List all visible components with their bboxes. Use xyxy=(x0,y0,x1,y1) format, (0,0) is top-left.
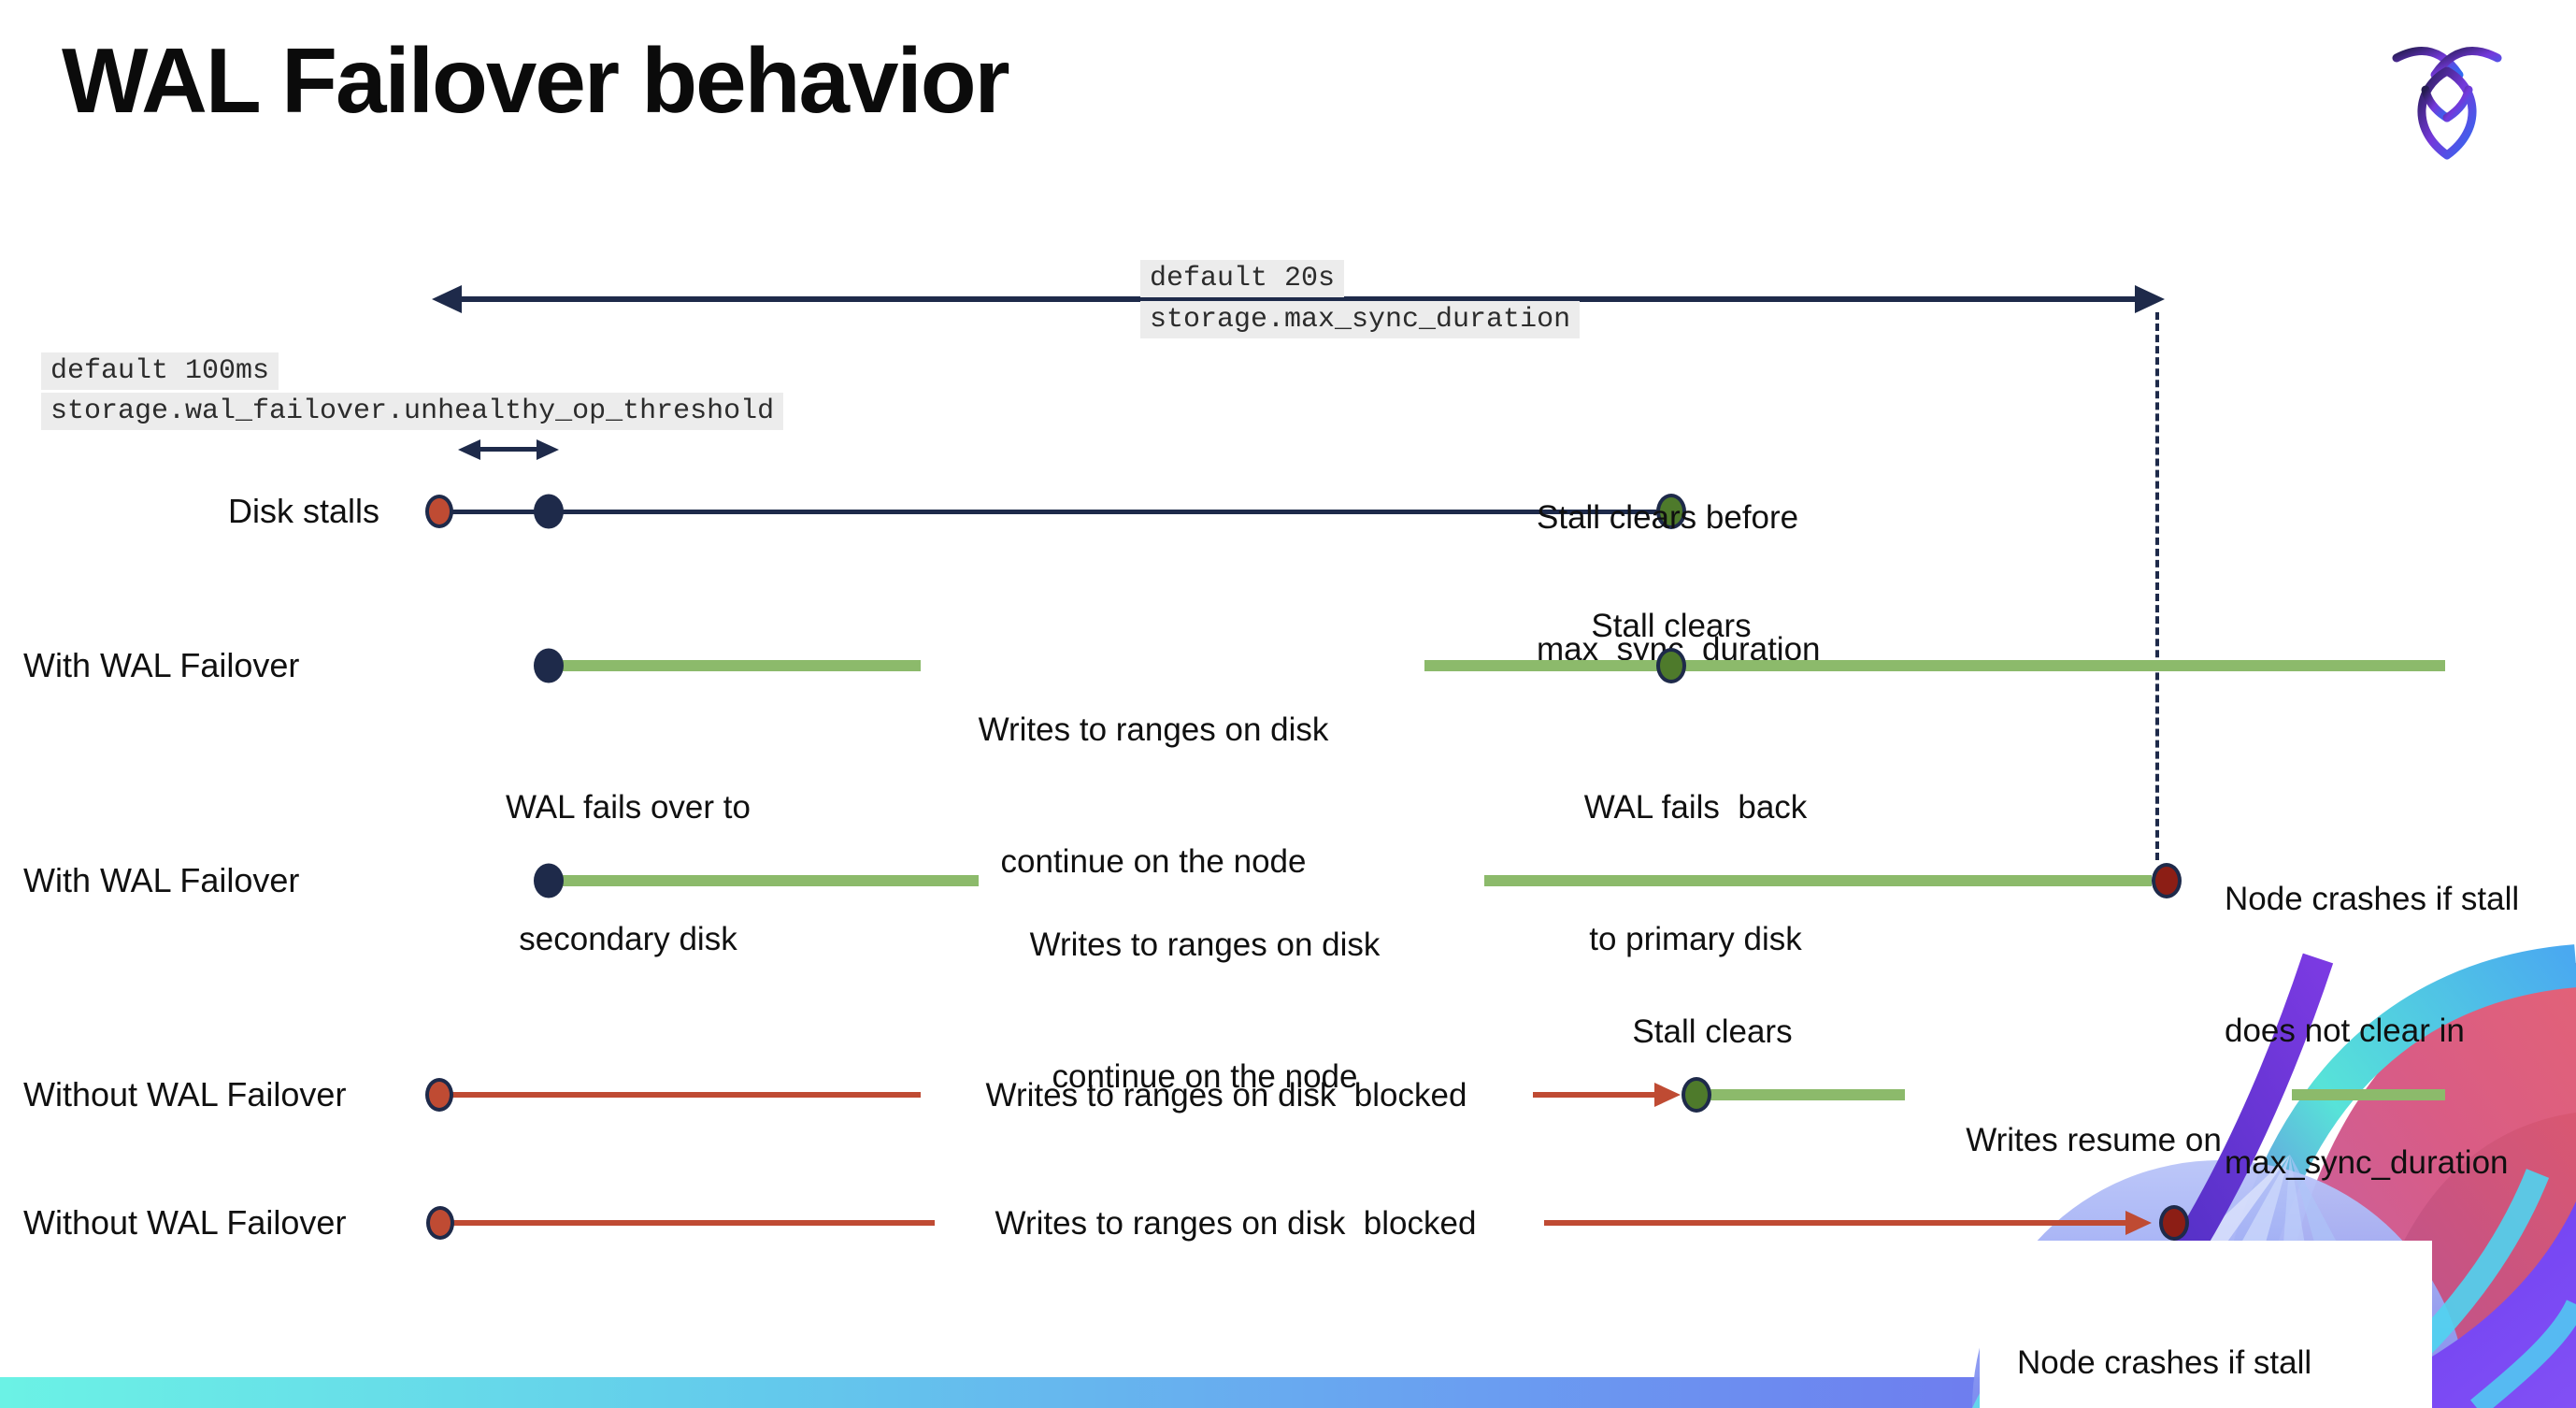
annotation-wal-fails-back: WAL fails back to primary disk xyxy=(1584,697,1808,1049)
annotation-line: Node crashes if stall xyxy=(2225,881,2520,917)
annotation-line: does not clear in xyxy=(2225,1013,2465,1049)
stall-clears-dot xyxy=(1656,494,1686,529)
node-crash-dot xyxy=(2152,863,2182,898)
annotation-stall-clears: Stall clears xyxy=(1591,608,1752,644)
annotation-stall-clears: Stall clears xyxy=(1632,1013,1793,1050)
failover-dot xyxy=(534,648,564,683)
page-title: WAL Failover behavior xyxy=(62,29,1010,132)
annotation-line: continue on the node xyxy=(1000,843,1307,880)
threshold-arrowhead-left-icon xyxy=(458,439,480,460)
red-arrowhead-icon xyxy=(1654,1083,1681,1107)
green-segment xyxy=(1424,660,2445,671)
max-sync-duration-arrow-line xyxy=(458,296,2140,302)
stall-clears-dot xyxy=(1682,1077,1711,1113)
annotation-line: max_sync_duration xyxy=(2225,1144,2509,1181)
annotation-line: to primary disk xyxy=(1589,921,1802,957)
row-label-with-wal-failover-2: With WAL Failover xyxy=(23,861,300,899)
row-label-disk-stalls: Disk stalls xyxy=(228,492,380,530)
annotation-line: Stall clears before xyxy=(1537,499,1799,536)
annotation-writes-continue: Writes to ranges on disk continue on the… xyxy=(1030,835,1381,1186)
green-segment xyxy=(561,660,921,671)
green-segment xyxy=(1484,875,2152,886)
annotation-line: Node crashes if stall xyxy=(2017,1344,2312,1381)
annotation-line: continue on the node xyxy=(1052,1058,1358,1095)
red-arrowhead-icon xyxy=(2125,1211,2152,1235)
stall-clears-dot xyxy=(1656,648,1686,683)
annotation-line: Writes to ranges on disk xyxy=(1029,927,1381,963)
annotation-writes-blocked: Writes to ranges on disk blocked xyxy=(985,1077,1467,1113)
threshold-setting-label: storage.wal_failover.unhealthy_op_thresh… xyxy=(41,393,784,430)
annotation-line: WAL fails back xyxy=(1583,789,1808,826)
failover-dot xyxy=(534,863,564,898)
disk-stalls-timeline xyxy=(439,510,1671,514)
red-segment xyxy=(451,1220,935,1226)
row-label-without-wal-failover-1: Without WAL Failover xyxy=(23,1075,347,1113)
white-callout-box: Node crashes if stall does not clear in … xyxy=(1980,1241,2432,1408)
annotation-line: WAL fails over to xyxy=(506,789,751,826)
max-sync-dashed-marker xyxy=(2155,312,2159,860)
max-sync-default-label: default 20s xyxy=(1140,260,1345,297)
green-segment xyxy=(2292,1089,2445,1100)
threshold-arrowhead-right-icon xyxy=(537,439,559,460)
green-segment xyxy=(561,875,979,886)
green-segment xyxy=(1710,1089,1905,1100)
row-label-without-wal-failover-2: Without WAL Failover xyxy=(23,1203,347,1242)
annotation-writes-continue: Writes to ranges on disk continue on the… xyxy=(979,620,1329,971)
annotation-wal-fails-over: WAL fails over to secondary disk xyxy=(506,697,751,1049)
node-crash-dot xyxy=(2159,1205,2189,1241)
threshold-arrow-line xyxy=(473,447,544,452)
annotation-node-crashes: Node crashes if stall does not clear in … xyxy=(2225,789,2519,1272)
arrowhead-left-icon xyxy=(432,285,462,313)
stall-start-dot xyxy=(425,1078,453,1112)
red-segment xyxy=(1533,1092,1658,1098)
annotation-line: Writes to ranges on disk xyxy=(978,711,1329,748)
annotation-line: secondary disk xyxy=(519,921,737,957)
annotation-writes-blocked: Writes to ranges on disk blocked xyxy=(995,1205,1477,1242)
threshold-dot xyxy=(534,494,564,529)
cockroachdb-logo-icon xyxy=(2392,47,2502,160)
annotation-line: Writes resume on xyxy=(1966,1122,2222,1158)
stall-start-dot xyxy=(425,495,453,528)
threshold-default-label: default 100ms xyxy=(41,352,279,390)
annotation-node-crashes: Node crashes if stall does not clear in … xyxy=(2017,1256,2311,1408)
row-label-with-wal-failover-1: With WAL Failover xyxy=(23,646,300,684)
red-segment xyxy=(451,1092,921,1098)
arrowhead-right-icon xyxy=(2135,285,2165,313)
red-segment xyxy=(1544,1220,2129,1226)
max-sync-setting-label: storage.max_sync_duration xyxy=(1140,301,1581,338)
stall-start-dot xyxy=(426,1206,454,1240)
